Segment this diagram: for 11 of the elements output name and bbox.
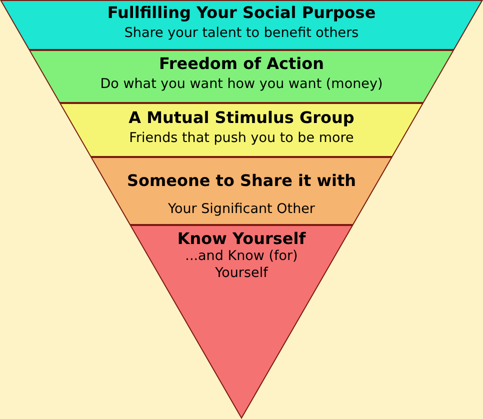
level-heading: Fullfilling Your Social Purpose bbox=[107, 3, 376, 22]
level-heading: Someone to Share it with bbox=[126, 171, 356, 190]
level-heading: Freedom of Action bbox=[158, 54, 324, 73]
level-description: Do what you want how you want (money) bbox=[100, 76, 383, 93]
level-description: ...and Know (for) Yourself bbox=[184, 248, 299, 282]
level-heading: Know Yourself bbox=[177, 229, 306, 248]
level-description: Your Significant Other bbox=[168, 201, 315, 218]
level-description: Friends that push you to be more bbox=[129, 130, 354, 147]
level-heading: A Mutual Stimulus Group bbox=[128, 108, 354, 127]
pyramid-level bbox=[0, 0, 483, 50]
level-description: Share your talent to benefit others bbox=[124, 25, 359, 42]
